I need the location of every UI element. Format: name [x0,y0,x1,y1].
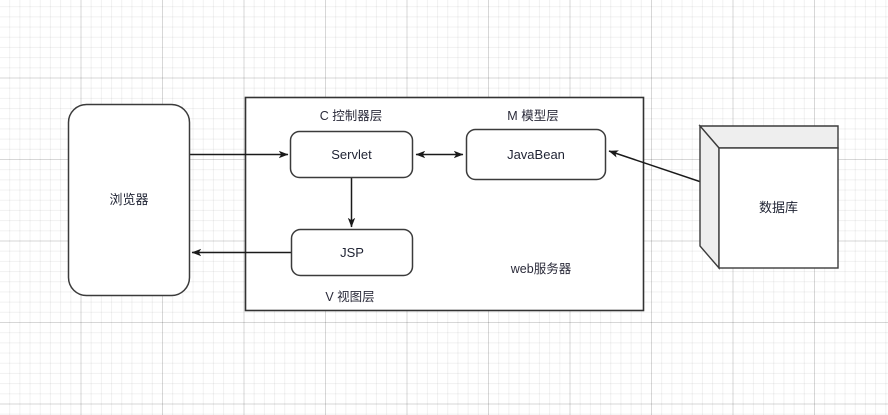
edge-javabean-to-database[interactable] [608,150,717,188]
browser-box[interactable] [67,103,191,297]
database-cube-front-face [718,147,839,269]
database-cube-left-face [699,124,720,270]
javabean-box[interactable] [465,128,607,181]
jsp-box[interactable] [290,228,414,277]
database-cube[interactable] [698,124,839,270]
database-cube-top-face [698,125,839,149]
servlet-box[interactable] [289,130,414,179]
